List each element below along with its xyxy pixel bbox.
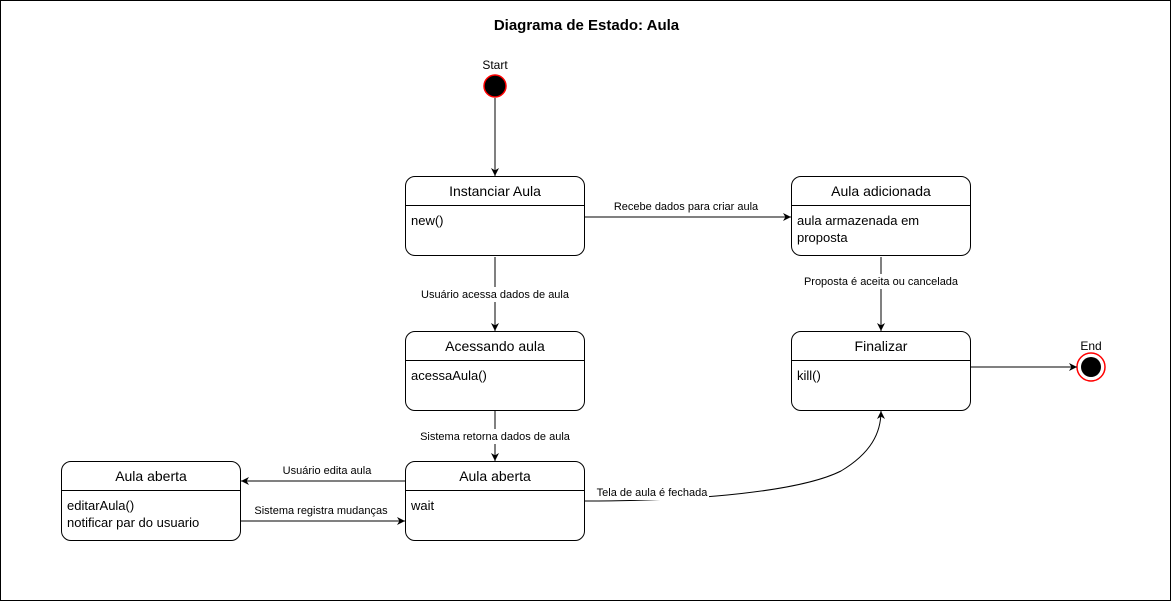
transition-recebe-label: Recebe dados para criar aula: [614, 201, 759, 213]
transition-proposta-label: Proposta é aceita ou cancelada: [804, 276, 959, 288]
state-activity: notificar par do usuario: [67, 515, 200, 530]
state-activity: editarAula(): [67, 498, 135, 513]
state-activities: new(): [406, 206, 584, 229]
state-name: Aula aberta: [62, 462, 240, 491]
transition-proposta-label-bg: [801, 274, 961, 289]
state-activity: wait: [411, 498, 435, 513]
transition-usuario-acessa-label: Usuário acessa dados de aula: [421, 289, 570, 301]
transition-tela-fechada-label-bg: [595, 486, 709, 500]
transition-tela-fechada-label: Tela de aula é fechada: [597, 487, 709, 499]
state-aula-aberta-edit[interactable]: Aula aberta editarAula() notificar par d…: [61, 461, 241, 541]
transition-usuario-acessa-label-bg: [419, 287, 571, 302]
state-finalizar[interactable]: Finalizar kill(): [791, 331, 971, 411]
state-name: Aula aberta: [406, 462, 584, 491]
state-name: Acessando aula: [406, 332, 584, 361]
state-activity: proposta: [797, 230, 848, 245]
state-activity: kill(): [797, 368, 821, 383]
end-label: End: [1080, 339, 1101, 353]
transition-sistema-retorna-label: Sistema retorna dados de aula: [420, 431, 571, 443]
state-name: Aula adicionada: [792, 177, 970, 206]
state-instanciar-aula[interactable]: Instanciar Aula new(): [405, 176, 585, 256]
transition-sistema-retorna-label-bg: [417, 429, 573, 444]
start-node[interactable]: [483, 74, 507, 98]
state-activities: editarAula() notificar par do usuario: [62, 491, 240, 531]
state-aula-aberta-wait[interactable]: Aula aberta wait: [405, 461, 585, 541]
state-activity: new(): [411, 213, 444, 228]
state-activity: aula armazenada em: [797, 213, 920, 228]
state-activities: acessaAula(): [406, 361, 584, 384]
diagram-title: Diagrama de Estado: Aula: [493, 17, 680, 34]
state-activities: wait: [406, 491, 584, 514]
state-name: Finalizar: [792, 332, 970, 361]
state-activity: acessaAula(): [411, 368, 487, 383]
state-activities: aula armazenada em proposta: [792, 206, 970, 246]
state-activities: kill(): [792, 361, 970, 384]
start-label: Start: [482, 58, 508, 72]
state-aula-adicionada[interactable]: Aula adicionada aula armazenada em propo…: [791, 176, 971, 256]
state-name: Instanciar Aula: [406, 177, 584, 206]
transition-sistema-registra-label: Sistema registra mudanças: [254, 505, 388, 517]
end-node-inner: [1081, 357, 1101, 377]
state-acessando-aula[interactable]: Acessando aula acessaAula(): [405, 331, 585, 411]
transition-usuario-edita-label: Usuário edita aula: [283, 465, 373, 477]
